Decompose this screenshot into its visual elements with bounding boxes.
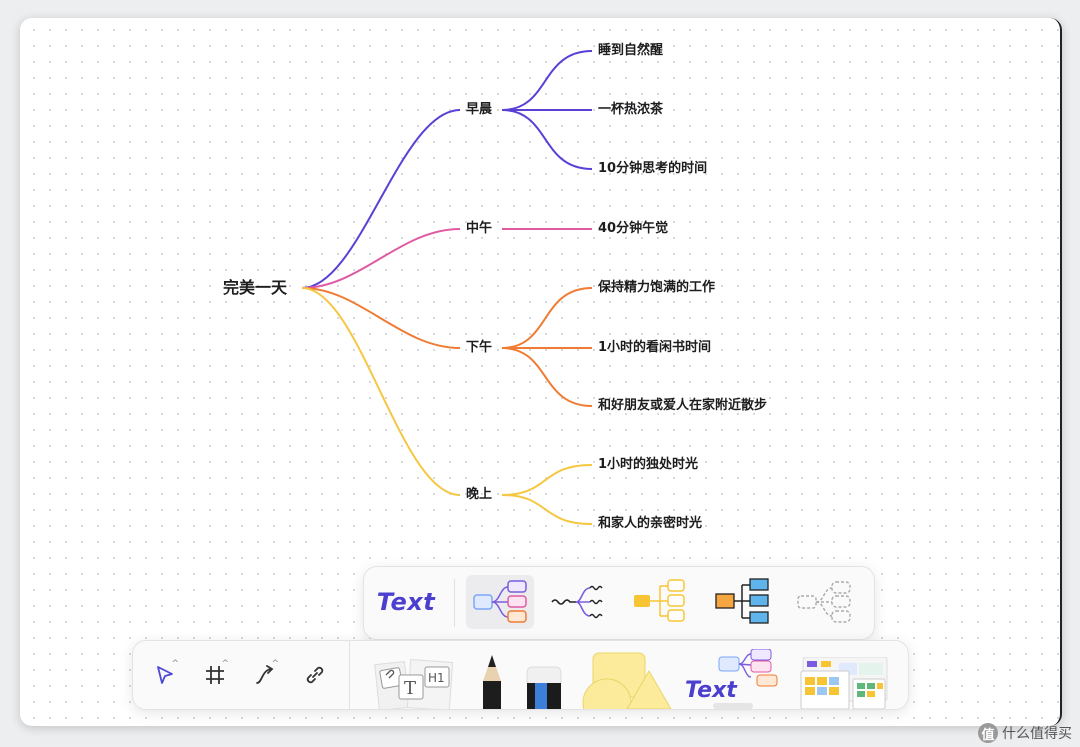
leaf-node[interactable]: 1小时的独处时光 <box>598 457 699 472</box>
chevron-up-icon: ^ <box>221 659 229 669</box>
connector-arrow-icon <box>256 665 274 684</box>
connector-evening-2 <box>501 494 593 525</box>
leaf-node[interactable]: 40分钟午觉 <box>598 221 669 236</box>
mindmap-tool-text: Text <box>685 678 738 703</box>
leaf-node[interactable]: 睡到自然醒 <box>598 43 664 58</box>
main-toolbar: ^ ^ ^ T H1 <box>132 640 909 728</box>
connector-root-evening <box>301 287 461 496</box>
leaf-node[interactable]: 保持精力饱满的工作 <box>598 280 716 295</box>
leaf-node[interactable]: 10分钟思考的时间 <box>598 161 708 176</box>
leaf-node[interactable]: 1小时的看闲书时间 <box>598 340 712 355</box>
templates-tool[interactable] <box>797 656 889 710</box>
sticky-notes-tool[interactable]: T H1 <box>373 651 457 711</box>
sticky-notes-icon: T H1 <box>374 659 454 711</box>
branch-node-afternoon[interactable]: 下午 <box>466 340 493 355</box>
connector-tool[interactable]: ^ <box>245 655 285 695</box>
mindmap-template-option[interactable] <box>466 575 534 629</box>
org-chart-template-option[interactable] <box>708 575 776 629</box>
shapes-tool[interactable] <box>581 651 673 728</box>
chevron-up-icon: ^ <box>171 659 179 669</box>
connector-root-afternoon <box>301 287 461 349</box>
watermark: 值 什么值得买 <box>978 723 1072 743</box>
watermark-logo-icon: 值 <box>978 723 998 743</box>
connector-root-noon <box>301 228 461 289</box>
marker-icon <box>526 666 562 709</box>
marker-tool[interactable] <box>525 665 563 709</box>
branch-node-noon[interactable]: 中午 <box>466 221 493 236</box>
cursor-icon <box>157 666 173 684</box>
mindmap-tool-icon: Text <box>685 648 778 709</box>
tree-template-option[interactable] <box>626 575 694 629</box>
sticky-t-label: T <box>404 678 416 699</box>
mindmap-tool[interactable]: Text <box>685 648 785 709</box>
divider <box>349 641 350 709</box>
divider <box>454 579 455 627</box>
dashed-template-icon <box>797 581 851 623</box>
leaf-node[interactable]: 和家人的亲密时光 <box>598 516 703 531</box>
mindmap-connectors <box>301 50 593 525</box>
org-chart-template-icon <box>715 578 769 624</box>
link-icon <box>306 666 324 684</box>
connector-morning-3 <box>501 109 593 170</box>
leaf-node[interactable]: 和好朋友或爱人在家附近散步 <box>598 398 768 413</box>
connector-morning-1 <box>501 50 593 111</box>
mindmap-template-panel: Text <box>363 566 875 640</box>
select-tool[interactable]: ^ <box>145 655 185 695</box>
fishbone-template-icon <box>551 585 603 619</box>
text-template-option[interactable]: Text <box>372 575 440 629</box>
branch-node-evening[interactable]: 晚上 <box>466 487 493 502</box>
frame-tool[interactable]: ^ <box>195 655 235 695</box>
leaf-node[interactable]: 一杯热浓茶 <box>598 102 664 117</box>
connector-root-morning <box>301 109 461 289</box>
pencil-tool[interactable] <box>479 653 505 709</box>
text-template-label: Text <box>376 588 436 616</box>
link-tool[interactable] <box>295 655 335 695</box>
chevron-up-icon: ^ <box>271 659 279 669</box>
fishbone-template-option[interactable] <box>544 575 612 629</box>
connector-afternoon-1 <box>501 287 593 349</box>
connector-evening-1 <box>501 464 593 496</box>
branch-node-morning[interactable]: 早晨 <box>466 102 493 117</box>
frame-icon <box>206 666 224 684</box>
sticky-h1-label: H1 <box>428 671 445 685</box>
pencil-icon <box>483 655 501 709</box>
mindmap-template-icon <box>473 580 527 623</box>
watermark-text: 什么值得买 <box>1002 726 1072 742</box>
shapes-icon <box>582 652 672 728</box>
mindmap-root-node[interactable]: 完美一天 <box>223 278 288 297</box>
tree-template-icon <box>634 579 685 622</box>
connector-afternoon-3 <box>501 347 593 407</box>
templates-icon <box>800 656 888 710</box>
dashed-template-option[interactable] <box>790 575 858 629</box>
